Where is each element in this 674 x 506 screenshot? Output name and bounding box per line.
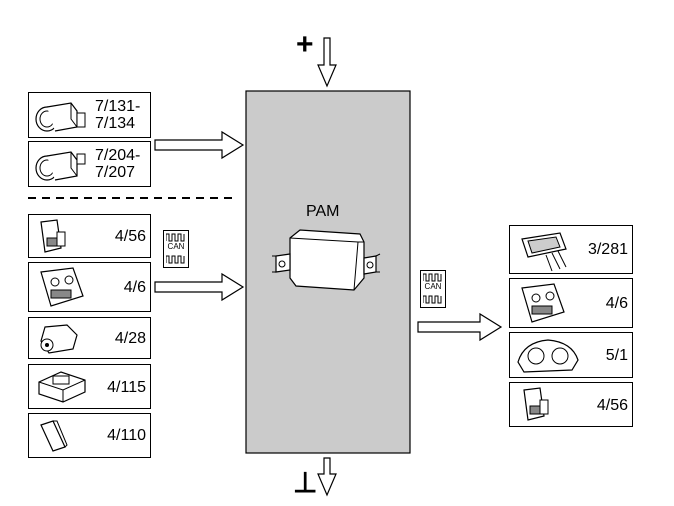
sensor-box-7-204: 7/204- 7/207 [28, 141, 151, 187]
power-in-arrow [317, 37, 337, 88]
input-box-4-110: 4/110 [28, 413, 151, 458]
can-output-arrow [417, 312, 503, 342]
can-text: CAN [424, 282, 442, 291]
camera-module-icon [40, 324, 78, 354]
sensor-label-line1: 7/204- [95, 147, 141, 164]
parking-sensor-icon [35, 151, 86, 181]
input-box-4-115: 4/115 [28, 364, 151, 409]
input-label: 4/56 [114, 228, 146, 245]
output-box-5-1: 5/1 [509, 332, 633, 378]
input-label: 4/110 [107, 427, 146, 444]
sensor-label-line1: 7/131- [95, 98, 141, 115]
input-box-4-6: 4/6 [28, 262, 151, 312]
control-panel-icon [40, 219, 66, 253]
output-box-3-281: 3/281 [509, 225, 633, 274]
pam-module-label: PAM [306, 203, 340, 220]
control-panel-icon [523, 387, 549, 421]
can-bus-icon-input: CAN [163, 230, 189, 268]
input-box-4-56: 4/56 [28, 214, 151, 258]
can-bus-icon-output: CAN [420, 270, 446, 308]
sensor-box-7-131: 7/131- 7/134 [28, 92, 151, 138]
output-box-4-6: 4/6 [509, 278, 633, 328]
output-box-4-56: 4/56 [509, 382, 633, 427]
ground-symbol: ⊥ [293, 467, 318, 498]
input-box-4-28: 4/28 [28, 317, 151, 359]
can-text: CAN [167, 242, 185, 251]
power-plus-symbol: + [296, 28, 314, 61]
output-label: 3/281 [587, 241, 628, 258]
sensor-label-line2: 7/207 [95, 164, 136, 181]
switch-module-icon [40, 420, 68, 452]
input-label: 4/28 [114, 330, 146, 347]
input-label: 4/115 [107, 379, 146, 396]
instrument-cluster-icon [517, 339, 579, 373]
can-input-arrow [154, 272, 245, 302]
climate-panel-icon [521, 283, 565, 323]
input-label: 4/6 [123, 279, 146, 296]
output-label: 4/6 [605, 295, 628, 312]
climate-panel-icon [40, 267, 84, 307]
control-unit-icon [38, 371, 86, 403]
sensor-input-arrow [154, 130, 245, 160]
display-unit-icon [521, 232, 567, 272]
output-label: 4/56 [596, 397, 628, 414]
pam-module-icon [272, 229, 381, 291]
sensor-label-line2: 7/134 [95, 115, 136, 132]
parking-sensor-icon [35, 102, 86, 132]
output-label: 5/1 [605, 347, 628, 364]
ground-arrow [317, 457, 337, 497]
